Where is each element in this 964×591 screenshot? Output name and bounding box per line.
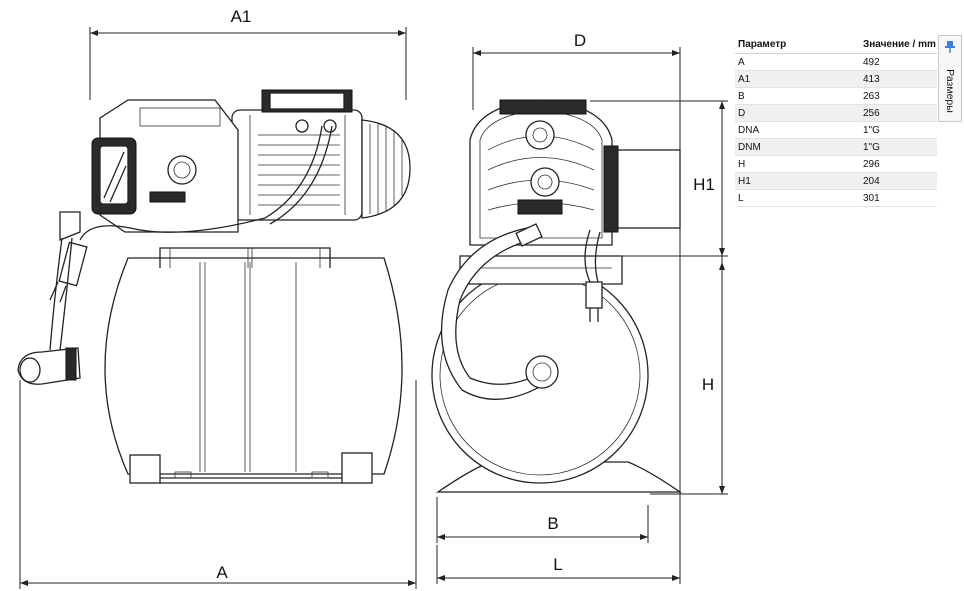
cell-value: 1"G bbox=[860, 138, 937, 156]
cell-value: 492 bbox=[860, 53, 937, 71]
cell-value: 256 bbox=[860, 104, 937, 122]
cell-value: 204 bbox=[860, 172, 937, 190]
cell-value: 413 bbox=[860, 70, 937, 88]
cell-value: 1"G bbox=[860, 121, 937, 139]
dim-label-b: B bbox=[547, 514, 558, 533]
cell-parameter: H bbox=[735, 155, 860, 173]
cell-parameter: L bbox=[735, 189, 860, 207]
cell-parameter: H1 bbox=[735, 172, 860, 190]
dim-label-l: L bbox=[553, 555, 562, 574]
table-header-row: Параметр Значение / mm bbox=[735, 35, 937, 54]
dim-label-a: A bbox=[216, 563, 228, 582]
column-header-value[interactable]: Значение / mm bbox=[860, 35, 937, 54]
table-row: DNM 1"G bbox=[735, 138, 937, 156]
pump-dimension-drawing: A1 A D H1 H B L bbox=[17, 7, 728, 589]
dimensions-table-panel: Параметр Значение / mm A 492 A1 413 B 26… bbox=[735, 35, 937, 207]
cell-parameter: DNM bbox=[735, 138, 860, 156]
cell-parameter: A bbox=[735, 53, 860, 71]
pump-front-view bbox=[431, 99, 683, 493]
tab-dimensions[interactable]: Размеры bbox=[938, 35, 962, 122]
table-row: B 263 bbox=[735, 87, 937, 105]
dim-label-a1: A1 bbox=[231, 7, 252, 26]
pin-icon[interactable] bbox=[944, 40, 956, 54]
table-row: H 296 bbox=[735, 155, 937, 173]
table-row: A1 413 bbox=[735, 70, 937, 88]
dim-label-d: D bbox=[574, 31, 586, 50]
tab-dimensions-label: Размеры bbox=[944, 69, 956, 113]
table-row: DNA 1"G bbox=[735, 121, 937, 139]
dim-label-h: H bbox=[702, 375, 714, 394]
pump-side-view bbox=[17, 89, 411, 484]
dimension-lines bbox=[19, 27, 728, 589]
table-row: A 492 bbox=[735, 53, 937, 71]
dimensions-table: Параметр Значение / mm A 492 A1 413 B 26… bbox=[735, 35, 937, 207]
column-header-parameter[interactable]: Параметр bbox=[735, 35, 860, 54]
table-row: H1 204 bbox=[735, 172, 937, 190]
cell-parameter: B bbox=[735, 87, 860, 105]
cell-parameter: A1 bbox=[735, 70, 860, 88]
dim-label-h1: H1 bbox=[693, 175, 715, 194]
cell-value: 296 bbox=[860, 155, 937, 173]
table-row: L 301 bbox=[735, 189, 937, 207]
table-row: D 256 bbox=[735, 104, 937, 122]
cell-parameter: D bbox=[735, 104, 860, 122]
cell-value: 301 bbox=[860, 189, 937, 207]
cell-value: 263 bbox=[860, 87, 937, 105]
cell-parameter: DNA bbox=[735, 121, 860, 139]
